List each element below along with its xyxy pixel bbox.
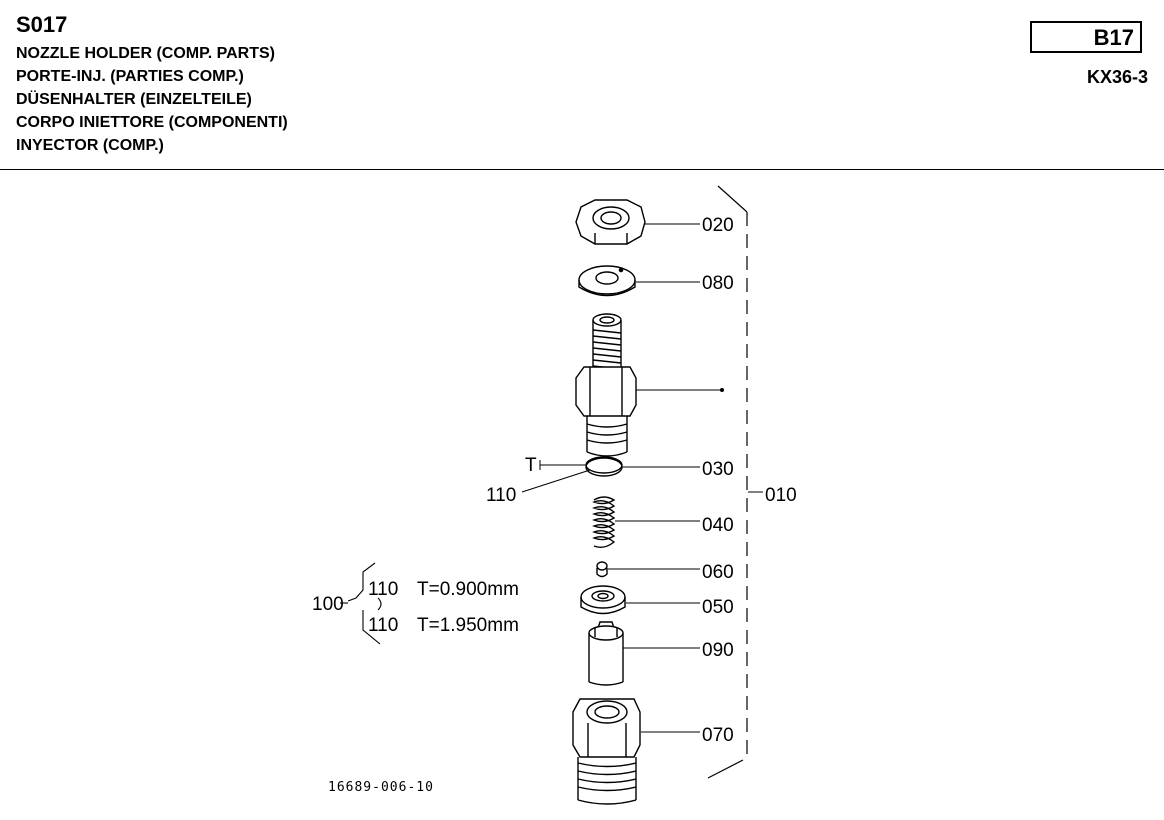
label-t-marker: T — [525, 455, 537, 476]
label-100: 100 — [312, 594, 344, 615]
label-050: 050 — [702, 597, 734, 618]
label-060: 060 — [702, 562, 734, 583]
header-divider — [0, 169, 1164, 170]
drawing-reference: 16689-006-10 — [328, 780, 434, 795]
shim-option-1-spec: T=0.900mm — [417, 579, 519, 600]
title-spanish: INYECTOR (COMP.) — [16, 137, 164, 154]
label-010: 010 — [765, 485, 797, 506]
leader-lines — [521, 223, 763, 733]
title-english: NOZZLE HOLDER (COMP. PARTS) — [16, 45, 275, 62]
shim-option-2-spec: T=1.950mm — [417, 615, 519, 636]
spacer-050-drawing — [580, 585, 626, 615]
shim-option-bracket — [340, 562, 382, 645]
shim-030-drawing — [585, 456, 623, 477]
section-code: S017 — [16, 12, 68, 37]
page-badge: B17 — [1030, 21, 1142, 53]
assembly-dot — [720, 388, 724, 392]
label-040: 040 — [702, 515, 734, 536]
label-090: 090 — [702, 640, 734, 661]
label-080: 080 — [702, 273, 734, 294]
shim-option-1-part: 110 — [368, 579, 398, 600]
model-label: KX36-3 — [1086, 67, 1148, 87]
label-110: 110 — [486, 485, 516, 506]
label-020: 020 — [702, 215, 734, 236]
shim-option-2-part: 110 — [368, 615, 398, 636]
title-french: PORTE-INJ. (PARTIES COMP.) — [16, 68, 244, 85]
nut-020-drawing — [575, 199, 646, 245]
retaining-nut-070-drawing — [572, 698, 641, 805]
spring-040-drawing — [592, 496, 616, 549]
header-block: S017 NOZZLE HOLDER (COMP. PARTS) PORTE-I… — [16, 12, 288, 157]
label-030: 030 — [702, 459, 734, 480]
holder-body-drawing — [575, 313, 637, 457]
label-070: 070 — [702, 725, 734, 746]
title-german: DÜSENHALTER (EINZELTEILE) — [16, 91, 252, 108]
title-italian: CORPO INIETTORE (COMPONENTI) — [16, 114, 288, 131]
assembly-bracket — [707, 185, 748, 779]
washer-080-drawing — [578, 265, 636, 297]
pin-060-drawing — [596, 561, 608, 578]
nozzle-090-drawing — [588, 621, 624, 686]
